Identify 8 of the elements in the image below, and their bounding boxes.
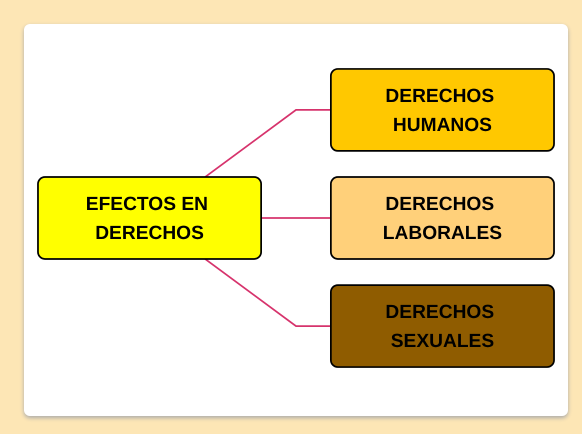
panel-background: EFECTOS EN DERECHOS DERECHOS HUMANOS DERECHOS LABORALES DERECHOS SEXUALES [24,24,568,416]
connector [261,216,331,218]
node-box [330,284,555,368]
connector [204,108,331,178]
node-box [330,176,555,260]
connector [204,258,331,326]
node-box [37,176,262,260]
node-box [330,68,555,152]
